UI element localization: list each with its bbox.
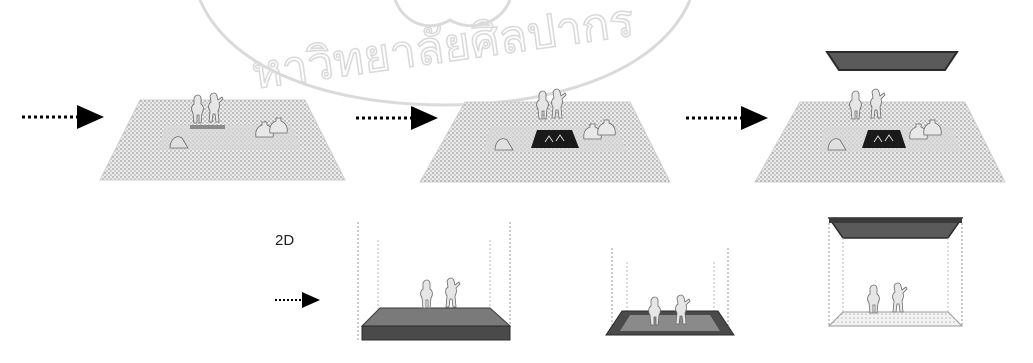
stage-3-dark-base [862,130,906,148]
stage-2-scene [420,89,670,182]
stage-1-scene [100,93,345,180]
stage-3-ceiling [827,52,957,70]
watermark-seal: หาวิทยาลัยศิลปากร [200,0,690,105]
stage-2-dark-base [531,130,579,148]
view-2-sunken-tray [606,248,734,335]
view-3-box-with-ceiling [829,218,962,326]
stage-3-scene [755,52,1005,182]
label-2d: 2D [275,232,294,249]
view-1-raised-platform [358,222,510,342]
